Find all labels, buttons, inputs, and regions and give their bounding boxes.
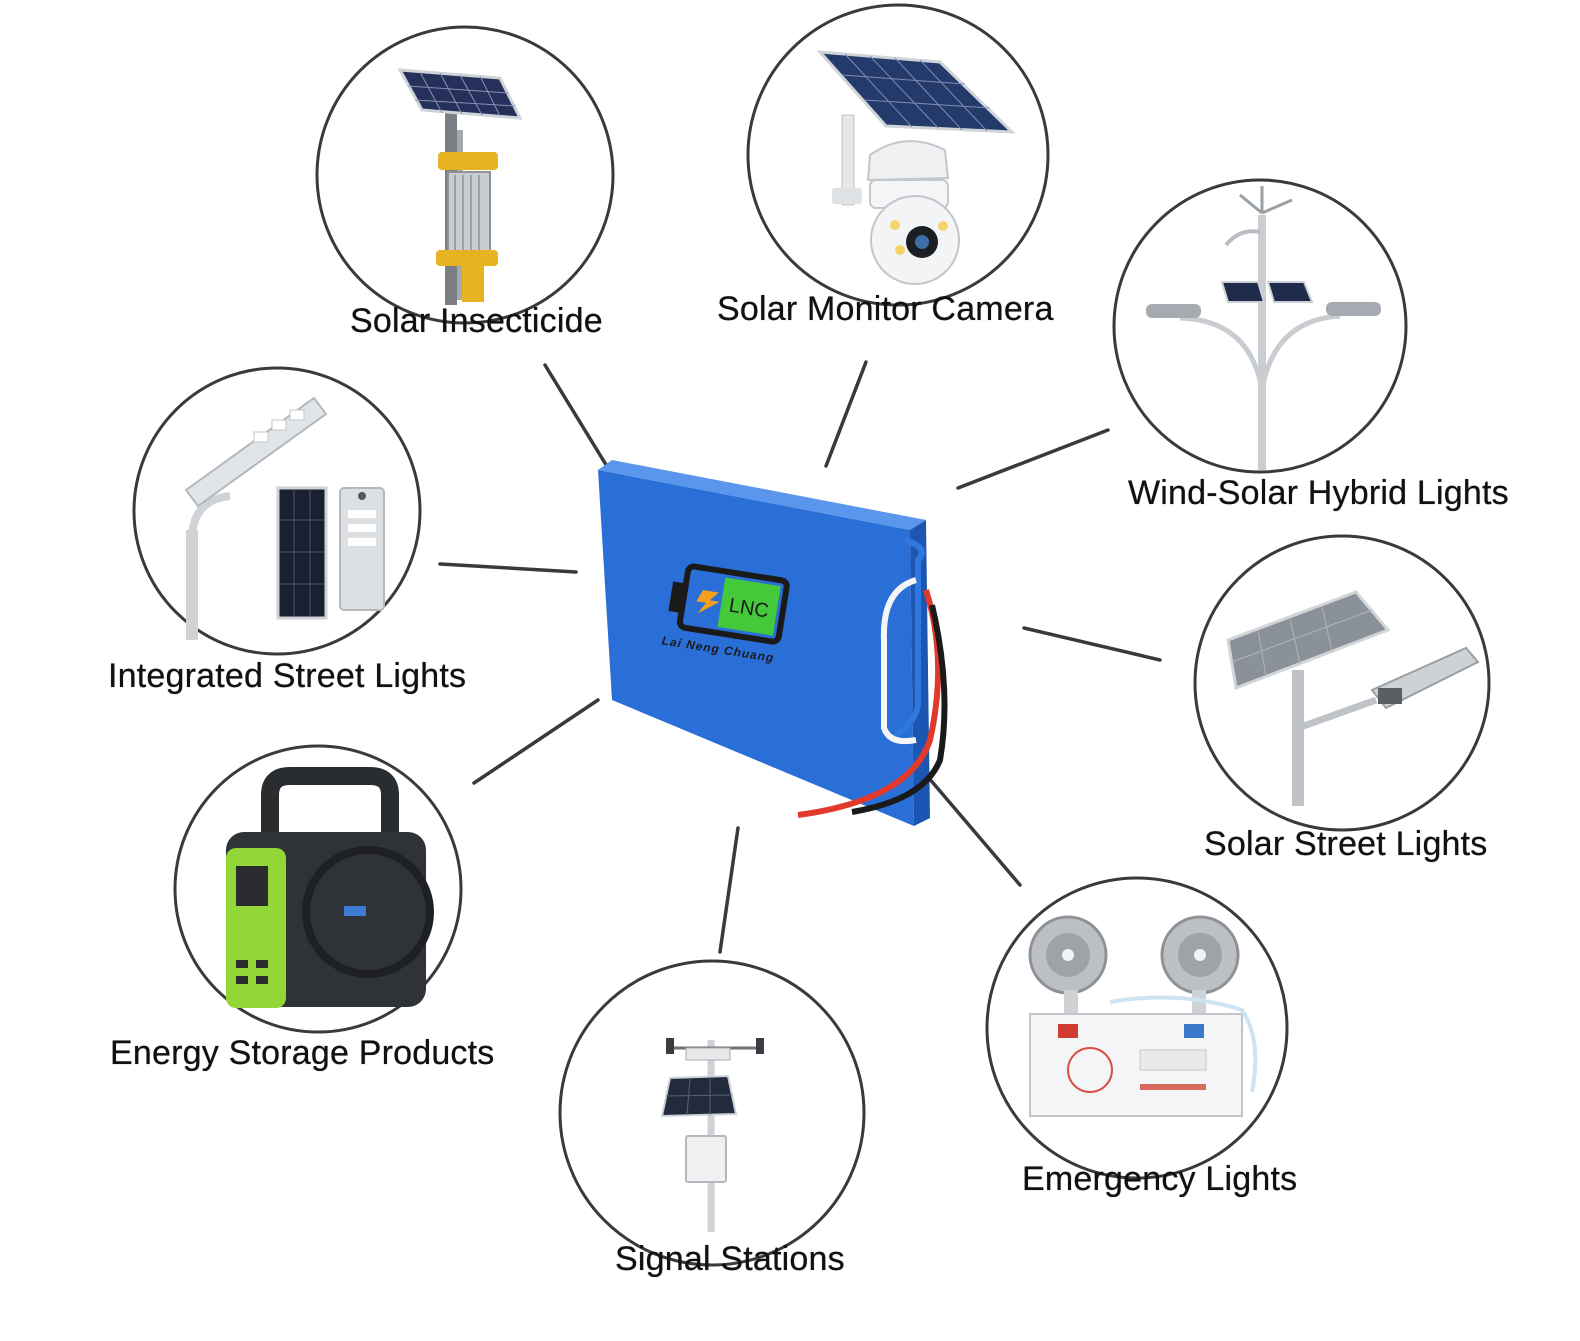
solar-camera-icon: [816, 50, 1016, 285]
logo-green-block: [717, 577, 781, 636]
node-integrated-street-lights: [132, 366, 422, 656]
connector-solar-insecticide: [543, 363, 610, 470]
connector-wind-solar-hybrid-lights: [956, 428, 1110, 490]
node-solar-insecticide: [315, 25, 615, 325]
label-solar-insecticide: Solar Insecticide: [350, 302, 603, 340]
label-solar-monitor-camera: Solar Monitor Camera: [717, 290, 1054, 328]
weather-station-icon: [660, 1038, 764, 1232]
label-emergency-lights: Emergency Lights: [1022, 1160, 1298, 1198]
node-signal-stations: [558, 959, 866, 1267]
battery-pack: LNC Lai Neng Chuang: [598, 460, 948, 826]
ring-solar-street-lights: [1193, 534, 1491, 832]
node-wind-solar-hybrid-lights: [1112, 178, 1408, 474]
integrated-street-light-icon: [184, 396, 385, 640]
solar-street-light-icon: [1226, 590, 1480, 806]
connector-emergency-lights: [920, 768, 1022, 887]
label-signal-stations: Signal Stations: [615, 1240, 845, 1278]
connector-solar-street-lights: [1022, 626, 1162, 662]
connector-energy-storage-products: [472, 698, 600, 785]
battery-wire-black: [851, 604, 948, 815]
node-emergency-lights: [985, 876, 1289, 1180]
connector-lines: [438, 360, 1162, 954]
label-energy-storage-products: Energy Storage Products: [110, 1034, 495, 1072]
connector-integrated-street-lights: [438, 562, 578, 574]
lightning-bolt-icon: [696, 590, 720, 614]
battery-front-face: [598, 470, 914, 826]
node-solar-monitor-camera: [746, 3, 1050, 307]
emergency-light-icon: [1028, 915, 1258, 1117]
wind-solar-lamp-icon: [1146, 186, 1381, 470]
label-wind-solar-hybrid-lights: Wind-Solar Hybrid Lights: [1128, 474, 1509, 512]
node-energy-storage-products: [173, 744, 463, 1034]
portable-power-station-icon: [226, 767, 434, 1008]
lnc-logo: LNC Lai Neng Chuang: [661, 563, 790, 665]
node-solar-street-lights: [1193, 534, 1491, 832]
label-integrated-street-lights: Integrated Street Lights: [108, 657, 467, 695]
insect-killer-lamp-icon: [397, 68, 523, 305]
label-solar-street-lights: Solar Street Lights: [1204, 825, 1488, 863]
connector-solar-monitor-camera: [824, 360, 868, 468]
battery-wire-white: [880, 577, 918, 745]
connector-signal-stations: [718, 826, 740, 954]
battery-top-face: [598, 460, 926, 530]
